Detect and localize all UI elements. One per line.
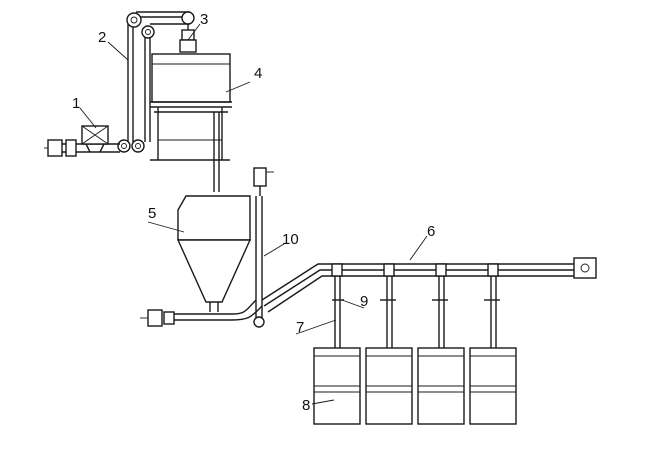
silo-hopper (176, 195, 252, 312)
leader-lines (79, 23, 428, 405)
label-1: 1 (72, 95, 80, 112)
label-7: 7 (296, 319, 304, 336)
label-6: 6 (427, 223, 435, 240)
label-9: 9 (360, 293, 368, 310)
lower-feed-line (140, 299, 263, 327)
label-4: 4 (254, 65, 262, 82)
label-8: 8 (302, 397, 310, 414)
feed-hopper-inlet (44, 125, 120, 157)
part-labels: 1 2 3 4 5 6 7 8 9 10 (72, 11, 435, 414)
label-2: 2 (98, 29, 106, 46)
label-3: 3 (200, 11, 208, 28)
drop-pipes (331, 263, 500, 348)
main-conveyor (261, 257, 597, 313)
upper-vessel (150, 53, 232, 192)
label-10: 10 (282, 231, 299, 248)
vertical-return-pipe (253, 196, 265, 328)
side-motor (253, 167, 274, 196)
drums (313, 347, 517, 425)
drive-unit (179, 11, 197, 53)
label-5: 5 (148, 205, 156, 222)
vertical-conveyor-loop (117, 11, 190, 153)
